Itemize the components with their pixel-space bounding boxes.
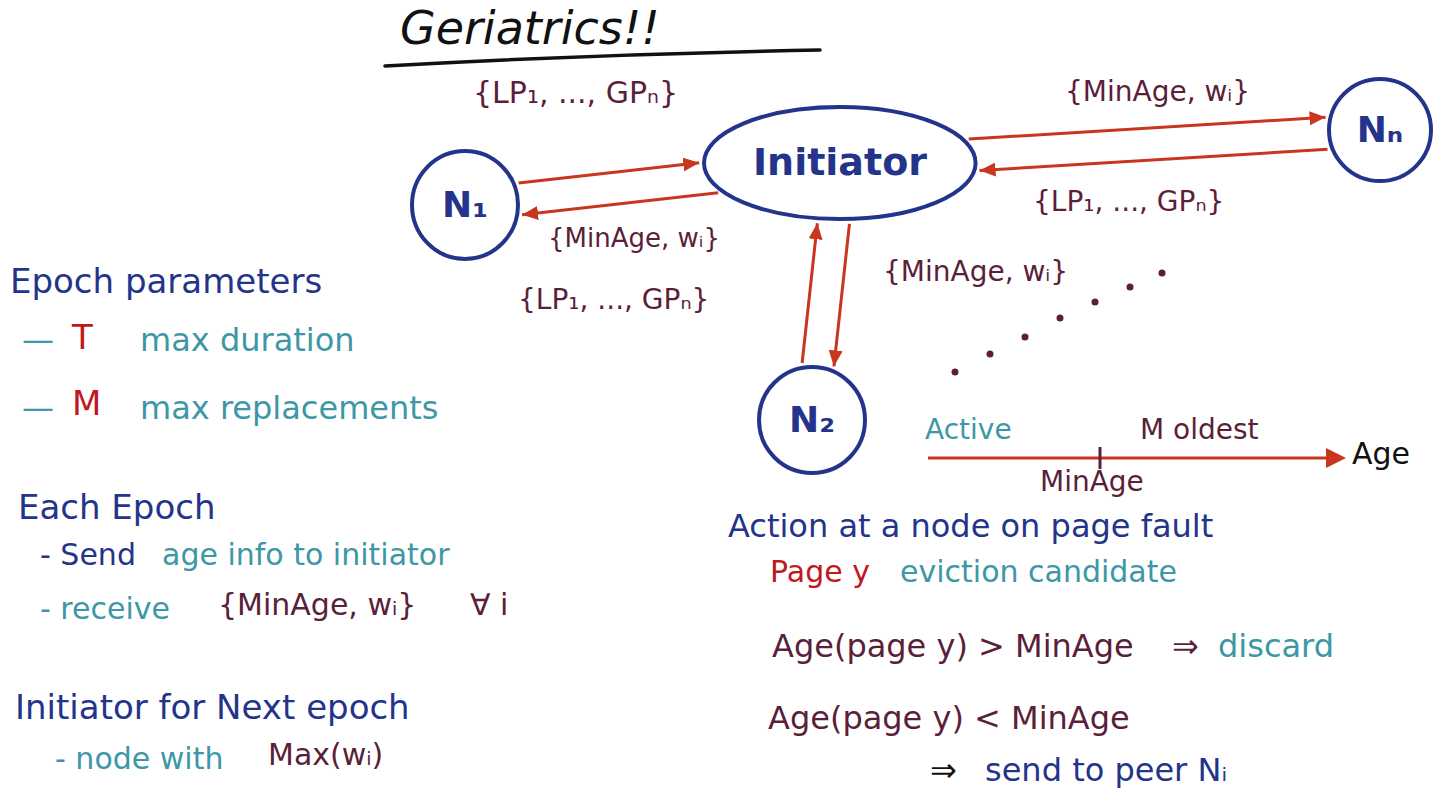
edge-label: {LP₁, ..., GPₙ}: [515, 284, 712, 316]
node-circle: N₁: [410, 149, 520, 261]
initiator-ellipse: Initiator: [702, 105, 978, 221]
note-text: MinAge: [1040, 466, 1144, 498]
note-text: Age(page y) < MinAge: [768, 700, 1130, 737]
edge-label: {MinAge, wᵢ}: [1062, 76, 1253, 108]
note-text: send to peer Nᵢ: [985, 752, 1227, 789]
note-text: max replacements: [140, 390, 438, 427]
message-arrow: [969, 117, 1326, 139]
note-text: Age: [1352, 437, 1410, 472]
dot: [1057, 315, 1064, 322]
dot: [952, 369, 959, 376]
message-arrow: [834, 224, 850, 367]
title: Geriatrics!!: [400, 2, 660, 55]
note-text: M: [72, 384, 101, 423]
note-text: M oldest: [1140, 414, 1259, 446]
note-text: —: [22, 390, 54, 427]
dot: [1159, 270, 1166, 277]
note-text: Max(wᵢ): [268, 738, 383, 773]
edge-label: {MinAge, wᵢ}: [880, 256, 1071, 288]
outline-ellipse: [759, 367, 865, 473]
note-text: - Send: [40, 538, 136, 573]
dot: [1127, 284, 1134, 291]
note-text: Action at a node on page fault: [728, 508, 1213, 545]
note-text: max duration: [140, 322, 355, 359]
node-circle: N₂: [757, 365, 867, 475]
note-text: —: [22, 322, 54, 359]
edge-label: {LP₁, ..., GPₙ}: [470, 76, 681, 111]
message-arrow: [522, 193, 718, 215]
note-text: Initiator for Next epoch: [15, 688, 410, 727]
note-text: Age(page y) > MinAge: [772, 628, 1134, 665]
outline-ellipse: [412, 151, 518, 259]
dot: [1092, 299, 1099, 306]
age-axis: [928, 457, 1332, 460]
note-text: ⇒: [1172, 628, 1199, 665]
note-text: Epoch parameters: [10, 262, 322, 301]
edge-label: {MinAge, wᵢ}: [545, 224, 723, 254]
note-text: ⇒: [930, 752, 957, 789]
note-text: eviction candidate: [900, 555, 1177, 590]
note-text: Active: [925, 414, 1012, 446]
node-label: Nₙ: [1357, 109, 1404, 150]
note-text: - node with: [55, 742, 223, 777]
note-text: T: [72, 318, 93, 357]
dot: [987, 351, 994, 358]
outline-ellipse: [704, 107, 976, 219]
note-text: Page y: [770, 555, 870, 590]
edge-label: {LP₁, ..., GPₙ}: [1030, 186, 1227, 218]
node-label: Initiator: [753, 141, 927, 185]
note-text: ∀ i: [470, 588, 508, 623]
node-label: N₂: [789, 399, 835, 440]
message-arrow: [519, 163, 700, 183]
dot: [1022, 334, 1029, 341]
node-label: N₁: [442, 184, 488, 225]
note-text: Each Epoch: [18, 488, 215, 527]
note-text: age info to initiator: [162, 538, 450, 573]
note-text: {MinAge, wᵢ}: [218, 588, 416, 623]
outline-ellipse: [1329, 79, 1431, 181]
note-text: - receive: [40, 592, 170, 627]
note-text: discard: [1218, 628, 1334, 665]
message-arrow: [802, 223, 817, 363]
message-arrow: [980, 149, 1328, 170]
node-circle: Nₙ: [1327, 77, 1433, 183]
axis-arrowhead: [1326, 448, 1346, 468]
